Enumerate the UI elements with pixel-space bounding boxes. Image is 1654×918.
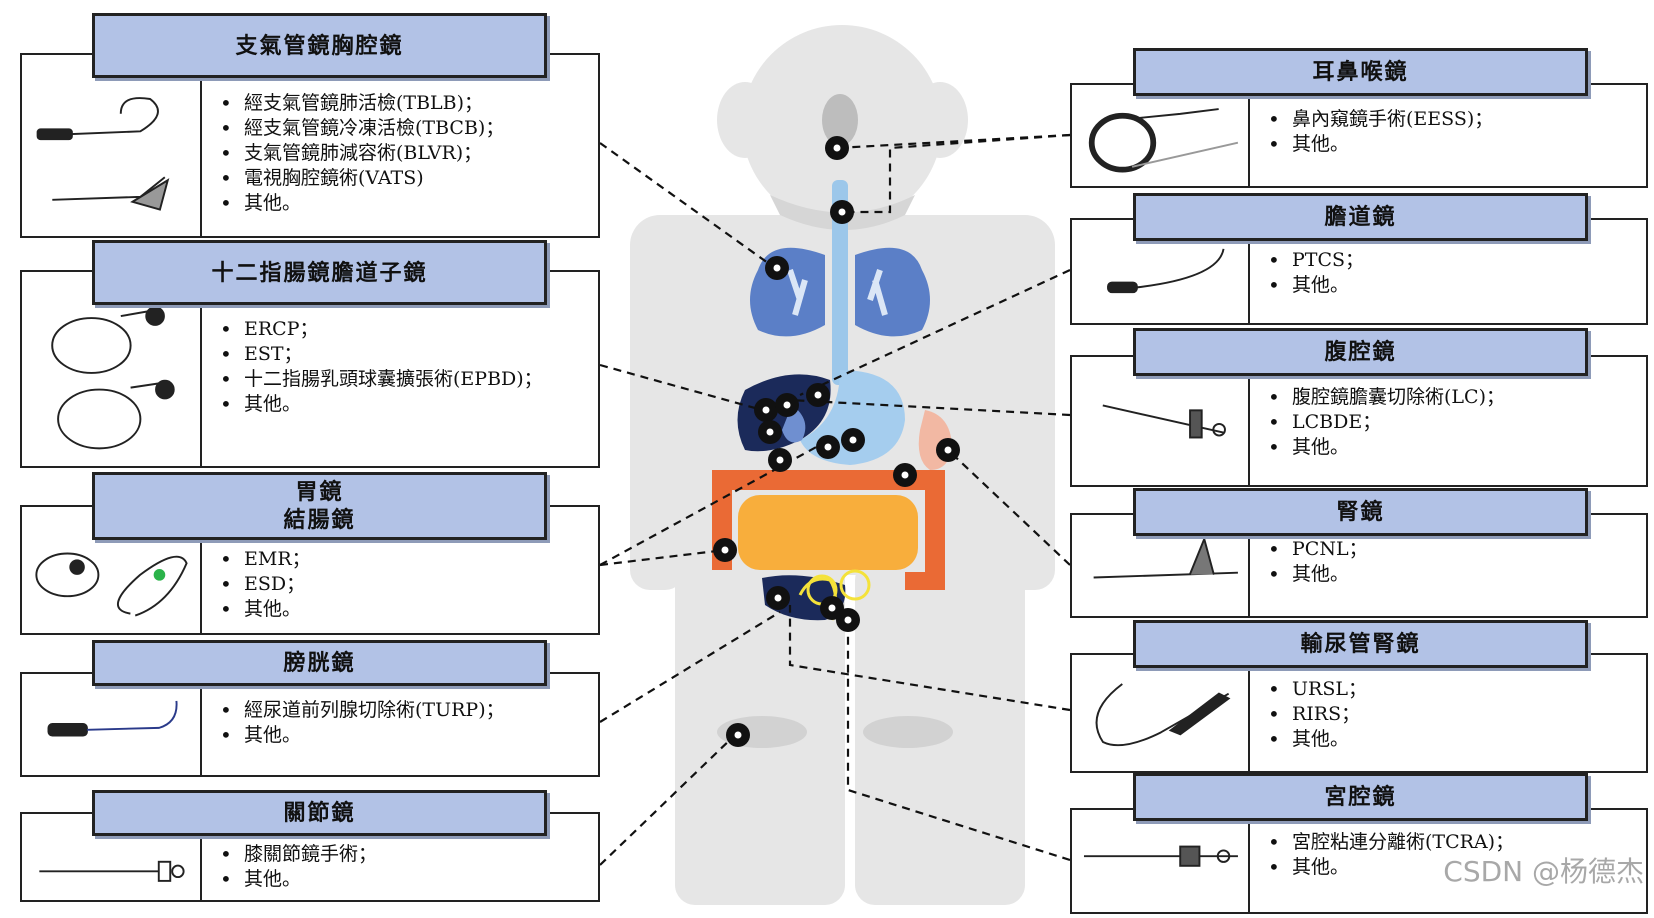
marker (936, 438, 960, 462)
colonoscope-title: 結腸鏡 (283, 507, 356, 533)
hysteroscope-item: 其他。 (1264, 855, 1514, 880)
duodenoscope-item: 十二指腸乳頭球囊擴張術(EPBD)； (216, 367, 543, 392)
marker (754, 398, 778, 422)
marker (775, 393, 799, 417)
duodenoscope-header: 十二指腸鏡膽道子鏡 (92, 240, 547, 305)
card-laparoscope: 腹腔鏡膽囊切除術(LC)； LCBDE； 其他。 (1070, 355, 1648, 487)
bronchoscope-image (22, 55, 202, 236)
choledochoscope-header: 膽道鏡 (1133, 193, 1588, 241)
hysteroscope-item: 宮腔粘連分離術(TCRA)； (1264, 830, 1514, 855)
ent-scope-header: 耳鼻喉鏡 (1133, 48, 1588, 96)
cystoscope-item: 其他。 (216, 723, 505, 748)
nephroscope-title: 腎鏡 (1336, 499, 1385, 525)
small-intestine (738, 495, 918, 570)
ent-scope-item: 鼻內窺鏡手術(EESS)； (1264, 107, 1493, 132)
marker (766, 586, 790, 610)
gastroscope-title: 胃鏡 (295, 479, 344, 505)
marker (830, 200, 854, 224)
laparoscope-title: 腹腔鏡 (1324, 339, 1397, 365)
trachea (832, 180, 848, 385)
card-bronchoscope: 經支氣管鏡肺活檢(TBLB)； 經支氣管鏡冷凍活檢(TBCB)； 支氣管鏡肺減容… (20, 53, 600, 238)
ent-scope-title: 耳鼻喉鏡 (1312, 59, 1409, 85)
bronchoscope-item: 經支氣管鏡肺活檢(TBLB)； (216, 91, 504, 116)
duodenoscope-item: 其他。 (216, 392, 543, 417)
right-knee (863, 716, 953, 748)
bronchoscope-item: 經支氣管鏡冷凍活檢(TBCB)； (216, 116, 504, 141)
marker (836, 608, 860, 632)
bronchoscope-item: 電視胸腔鏡術(VATS) (216, 166, 504, 191)
nose (822, 94, 858, 146)
bronchoscope-item: 支氣管鏡肺減容術(BLVR)； (216, 141, 504, 166)
marker (768, 448, 792, 472)
card-cystoscope: 經尿道前列腺切除術(TURP)； 其他。 (20, 672, 600, 777)
duodenoscope-item: EST； (216, 342, 543, 367)
gastroscope-item: ESD； (216, 572, 311, 597)
gastroscope-item: 其他。 (216, 597, 311, 622)
card-ent-scope: 鼻內窺鏡手術(EESS)； 其他。 (1070, 83, 1648, 188)
marker (726, 723, 750, 747)
hysteroscope-title: 宮腔鏡 (1324, 784, 1397, 810)
ureteroscope-item: URSL； (1264, 677, 1367, 702)
nephroscope-header: 腎鏡 (1133, 488, 1588, 536)
marker (806, 383, 830, 407)
cystoscope-title: 膀胱鏡 (283, 650, 356, 676)
nephroscope-item: 其他。 (1264, 562, 1368, 587)
nephroscope-item: PCNL； (1264, 537, 1368, 562)
hysteroscope-image (1072, 810, 1250, 912)
bronchoscope-header: 支氣管鏡胸腔鏡 (92, 13, 547, 78)
markers (713, 136, 960, 747)
ureteroscope-item: RIRS； (1264, 702, 1367, 727)
choledochoscope-item: 其他。 (1264, 273, 1364, 298)
watermark: CSDN @杨德杰 (1443, 855, 1644, 888)
nephroscope-image (1072, 515, 1250, 616)
laparoscope-item: LCBDE； (1264, 410, 1505, 435)
gastroscope-image (22, 507, 202, 633)
gastroscope-header: 胃鏡 結腸鏡 (92, 472, 547, 540)
duodenoscope-title: 十二指腸鏡膽道子鏡 (211, 259, 428, 286)
leader-lines (599, 133, 1071, 866)
ureteroscope-item: 其他。 (1264, 727, 1367, 752)
ent-scope-image (1072, 85, 1250, 186)
choledochoscope-item: PTCS； (1264, 248, 1364, 273)
choledochoscope-title: 膽道鏡 (1324, 204, 1397, 230)
colon (712, 470, 945, 590)
arthroscope-item: 其他。 (216, 867, 377, 892)
gastroscope-item: EMR； (216, 547, 311, 572)
laparoscope-image (1072, 357, 1250, 485)
laparoscope-item: 腹腔鏡膽囊切除術(LC)； (1264, 385, 1505, 410)
arthroscope-header: 關節鏡 (92, 790, 547, 836)
marker (765, 256, 789, 280)
marker (825, 136, 849, 160)
choledochoscope-image (1072, 220, 1250, 323)
marker (893, 463, 917, 487)
marker (758, 420, 782, 444)
cystoscope-item: 經尿道前列腺切除術(TURP)； (216, 698, 505, 723)
arthroscope-title: 關節鏡 (283, 800, 356, 826)
laparoscope-item: 其他。 (1264, 435, 1505, 460)
hysteroscope-header: 宮腔鏡 (1133, 773, 1588, 821)
bronchoscope-item: 其他。 (216, 191, 504, 216)
card-ureteroscope: URSL； RIRS； 其他。 (1070, 653, 1648, 773)
cystoscope-image (22, 674, 202, 775)
ureteroscope-header: 輸尿管腎鏡 (1133, 620, 1588, 668)
duodenoscope-image (22, 272, 202, 466)
ureteroscope-title: 輸尿管腎鏡 (1300, 631, 1421, 657)
marker (713, 538, 737, 562)
arthroscope-image (22, 814, 202, 900)
marker (816, 435, 840, 459)
card-gastroscope: EMR； ESD； 其他。 (20, 505, 600, 635)
laparoscope-header: 腹腔鏡 (1133, 328, 1588, 376)
marker (841, 428, 865, 452)
arthroscope-item: 膝關節鏡手術； (216, 842, 377, 867)
bronchoscope-title: 支氣管鏡胸腔鏡 (235, 32, 404, 59)
ent-scope-item: 其他。 (1264, 132, 1493, 157)
cystoscope-header: 膀胱鏡 (92, 640, 547, 686)
ureteroscope-image (1072, 655, 1250, 771)
duodenoscope-item: ERCP； (216, 317, 543, 342)
